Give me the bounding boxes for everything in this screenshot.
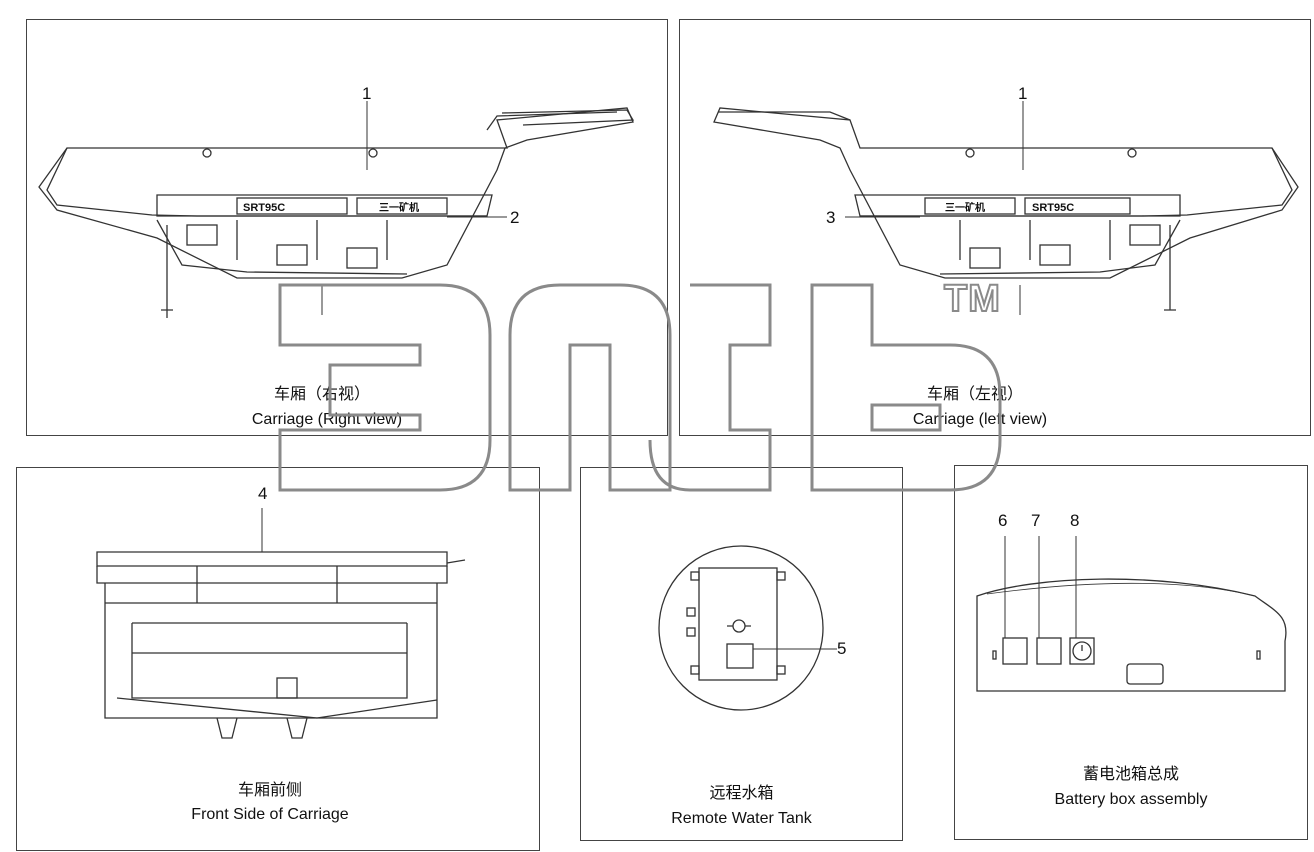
- panel-remote-water-tank: 5 远程水箱 Remote Water Tank: [580, 467, 903, 841]
- battery-box-caption-en: Battery box assembly: [1054, 791, 1208, 808]
- panel-battery-box: 6 7 8 蓄电池箱总成 Battery box assembly: [954, 465, 1308, 840]
- carriage-left-view-drawing: 三一矿机 SRT95C: [713, 101, 1299, 315]
- water-tank-caption-cn: 远程水箱: [709, 785, 774, 802]
- callout-6: 6: [998, 511, 1008, 530]
- panel-carriage-right-view: SRT95C 三一矿机 1 2 车厢（右视） Carriage (Right v…: [26, 19, 668, 436]
- callout-1-left: 1: [1018, 84, 1028, 103]
- front-side-caption-en: Front Side of Carriage: [191, 806, 349, 823]
- callout-7: 7: [1031, 511, 1041, 530]
- left-badge-model: SRT95C: [1032, 202, 1074, 214]
- water-tank-drawing: [658, 545, 837, 711]
- left-view-caption-cn: 车厢（左视）: [926, 386, 1023, 403]
- callout-4: 4: [258, 484, 268, 503]
- carriage-right-view-drawing: SRT95C 三一矿机: [38, 101, 635, 318]
- left-badge-brand: 三一矿机: [945, 201, 985, 214]
- callout-5: 5: [837, 639, 847, 658]
- right-badge-brand: 三一矿机: [379, 201, 419, 214]
- right-view-caption-cn: 车厢（右视）: [273, 386, 370, 403]
- watermark-trademark: TM: [943, 277, 1001, 321]
- panel-carriage-left-view: 三一矿机 SRT95C 1 3 车厢（左视） Carriage (left vi…: [679, 19, 1311, 436]
- front-side-caption-cn: 车厢前侧: [237, 782, 302, 799]
- panel-front-side: 4 车厢前侧 Front Side of Carriage: [16, 467, 540, 851]
- left-view-caption-en: Carriage (left view): [912, 411, 1048, 428]
- front-side-drawing: [96, 508, 466, 739]
- battery-box-drawing: [976, 536, 1287, 692]
- battery-box-caption-cn: 蓄电池箱总成: [1082, 766, 1179, 783]
- right-badge-model: SRT95C: [243, 202, 285, 214]
- right-view-caption-en: Carriage (Right view): [251, 411, 403, 428]
- callout-2-right: 2: [510, 208, 520, 227]
- water-tank-caption-en: Remote Water Tank: [671, 810, 812, 827]
- callout-1-right: 1: [362, 84, 372, 103]
- callout-8: 8: [1070, 511, 1080, 530]
- callout-3-left: 3: [826, 208, 836, 227]
